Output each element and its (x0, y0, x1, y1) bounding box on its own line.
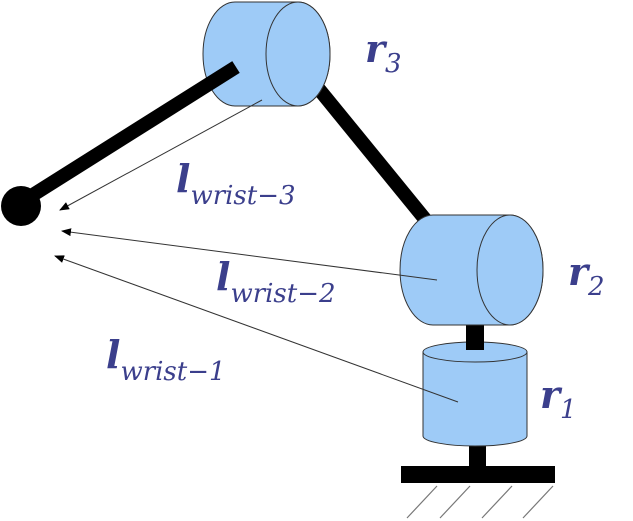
joint-r1-cylinder (422, 341, 528, 447)
wrist-point (1, 186, 41, 226)
label-l-wrist-1: lwrist−1 (106, 332, 226, 387)
link-r1-r2 (466, 318, 484, 350)
joint-r2-cylinder (399, 214, 544, 326)
vector-wrist-3-arrow (59, 99, 263, 211)
base-plate (401, 466, 555, 483)
label-r1: r1 (540, 372, 577, 425)
vector-wrist-1-arrow (54, 255, 459, 403)
link-r2-r3 (312, 83, 448, 245)
vector-wrist-2-arrow (61, 228, 438, 281)
ground-hatch (406, 485, 554, 519)
label-r2: r2 (568, 249, 605, 302)
label-l-wrist-3: lwrist−3 (176, 156, 296, 211)
label-l-wrist-2: lwrist−2 (216, 254, 336, 309)
joint-r3-cylinder (202, 1, 331, 107)
link-r3-wrist (24, 61, 240, 204)
label-r3: r3 (365, 26, 402, 79)
